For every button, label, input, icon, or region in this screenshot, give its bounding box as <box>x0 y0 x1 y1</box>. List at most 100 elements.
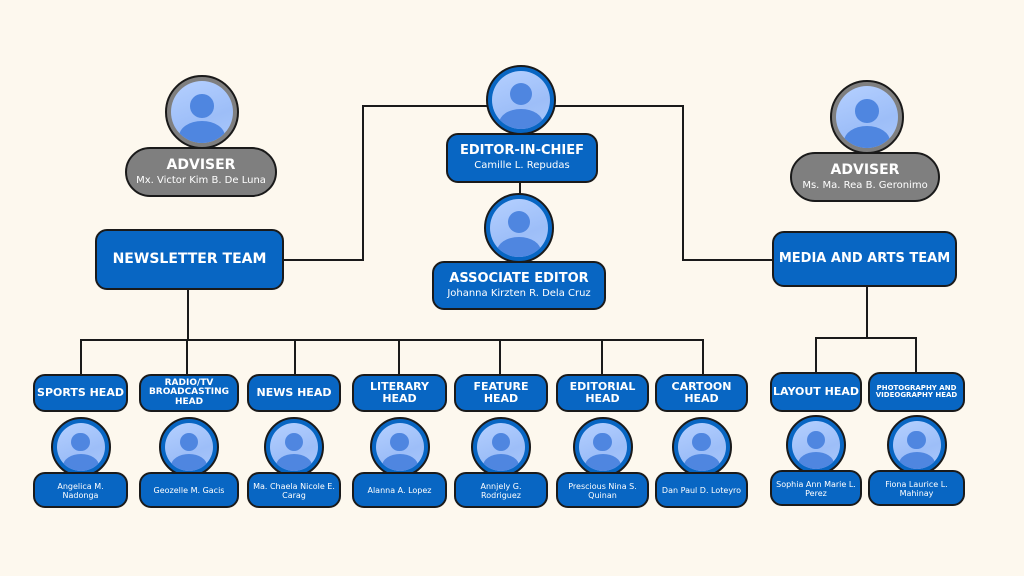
person-name: Alanna A. Lopez <box>367 486 432 496</box>
person-name: Annjely G. Rodriguez <box>480 481 522 500</box>
connector-line <box>555 105 683 107</box>
head-name-box: Alanna A. Lopez <box>352 472 447 508</box>
connector-line <box>815 337 917 339</box>
head-title-box: LAYOUT HEAD <box>770 372 862 412</box>
person-icon <box>692 433 711 452</box>
person-name: Sophia Ann Marie L. Perez <box>776 479 856 498</box>
avatar-photo <box>171 81 233 143</box>
connector-line <box>80 339 703 341</box>
box-title: ADVISER <box>830 161 900 178</box>
avatar <box>486 65 556 135</box>
connector-line <box>187 290 189 341</box>
person-body <box>171 454 207 471</box>
person-body <box>483 454 519 471</box>
person-name: Fiona Laurice L. Mahinay <box>885 479 948 498</box>
box-title: EDITOR-IN-CHIEF <box>460 143 584 159</box>
avatar-photo <box>578 423 627 471</box>
media-arts-team-box: MEDIA AND ARTS TEAM <box>772 231 957 287</box>
person-name: Dan Paul D. Loteyro <box>661 486 742 496</box>
person-name: Ms. Ma. Rea B. Geronimo <box>802 179 928 191</box>
head-title-box: NEWS HEAD <box>247 374 341 412</box>
connector-line <box>915 337 917 374</box>
head-name-box: Sophia Ann Marie L. Perez <box>770 470 862 506</box>
box-title: EDITORIAL HEAD <box>569 380 636 405</box>
person-icon <box>806 431 826 450</box>
person-icon <box>190 94 214 118</box>
person-name: Ma. Chaela Nicole E. Carag <box>253 481 335 500</box>
avatar <box>165 75 239 149</box>
connector-line <box>866 287 868 339</box>
person-body <box>178 121 226 143</box>
avatar <box>471 417 531 477</box>
person-icon <box>509 83 532 106</box>
avatar-photo <box>375 423 424 471</box>
head-name-box: Dan Paul D. Loteyro <box>655 472 748 508</box>
avatar-photo <box>477 423 525 471</box>
avatar <box>572 417 633 477</box>
person-icon <box>855 99 879 123</box>
person-name: Mx. Victor Kim B. De Luna <box>136 174 266 186</box>
head-title-box: CARTOON HEAD <box>655 374 748 412</box>
head-title-box: EDITORIAL HEAD <box>556 374 649 412</box>
box-title: NEWSLETTER TEAM <box>112 251 267 268</box>
person-icon <box>593 433 612 452</box>
person-body <box>843 126 891 148</box>
head-name-box: Geozelle M. Gacis <box>139 472 239 508</box>
person-body <box>584 454 621 471</box>
connector-line <box>702 339 704 375</box>
person-body <box>798 452 834 469</box>
box-title: ADVISER <box>166 156 236 173</box>
avatar <box>264 417 324 477</box>
connector-line <box>601 339 603 375</box>
avatar <box>159 417 219 477</box>
head-title-box: SPORTS HEAD <box>33 374 128 412</box>
person-icon <box>907 431 926 450</box>
box-title: PHOTOGRAPHY AND VIDEOGRAPHY HEAD <box>875 383 958 399</box>
head-name-box: Angelica M. Nadonga <box>33 472 128 508</box>
avatar-photo <box>892 421 941 469</box>
box-title: LAYOUT HEAD <box>772 385 860 399</box>
connector-line <box>398 339 400 375</box>
box-title: ASSOCIATE EDITOR <box>449 270 589 286</box>
avatar-photo <box>677 423 726 471</box>
person-icon <box>390 433 409 452</box>
avatar <box>671 417 732 477</box>
avatar-photo <box>836 86 898 148</box>
connector-line <box>80 339 82 375</box>
newsletter-team-box: NEWSLETTER TEAM <box>95 229 284 290</box>
person-body <box>898 452 935 469</box>
head-title-box: FEATURE HEAD <box>454 374 548 412</box>
connector-line <box>362 105 488 107</box>
head-name-box: Ma. Chaela Nicole E. Carag <box>247 472 341 508</box>
avatar <box>484 193 554 263</box>
connector-line <box>499 339 501 375</box>
person-name: Johanna Kirzten R. Dela Cruz <box>447 287 591 299</box>
head-title-box: PHOTOGRAPHY AND VIDEOGRAPHY HEAD <box>868 372 965 412</box>
head-name-box: Prescious Nina S. Quinan <box>556 472 649 508</box>
box-title: RADIO/TV BROADCASTING HEAD <box>148 377 230 407</box>
avatar-photo <box>56 423 105 471</box>
box-title: MEDIA AND ARTS TEAM <box>778 251 951 267</box>
person-icon <box>284 433 304 452</box>
avatar <box>886 415 947 475</box>
person-name: Geozelle M. Gacis <box>153 486 225 496</box>
box-title: SPORTS HEAD <box>37 386 124 400</box>
box-title: FEATURE HEAD <box>473 380 529 405</box>
connector-line <box>682 105 684 261</box>
person-name: Angelica M. Nadonga <box>57 481 104 500</box>
connector-line <box>519 183 521 195</box>
avatar <box>369 417 430 477</box>
avatar-photo <box>492 71 550 129</box>
box-title: CARTOON HEAD <box>671 380 732 405</box>
connector-line <box>815 337 817 374</box>
person-body <box>62 454 99 471</box>
connector-line <box>186 339 188 375</box>
person-icon <box>491 433 511 452</box>
person-icon <box>507 211 530 234</box>
person-name: Camille L. Repudas <box>474 160 570 172</box>
avatar-photo <box>270 423 318 471</box>
connector-line <box>362 105 364 261</box>
connector-line <box>294 339 296 375</box>
